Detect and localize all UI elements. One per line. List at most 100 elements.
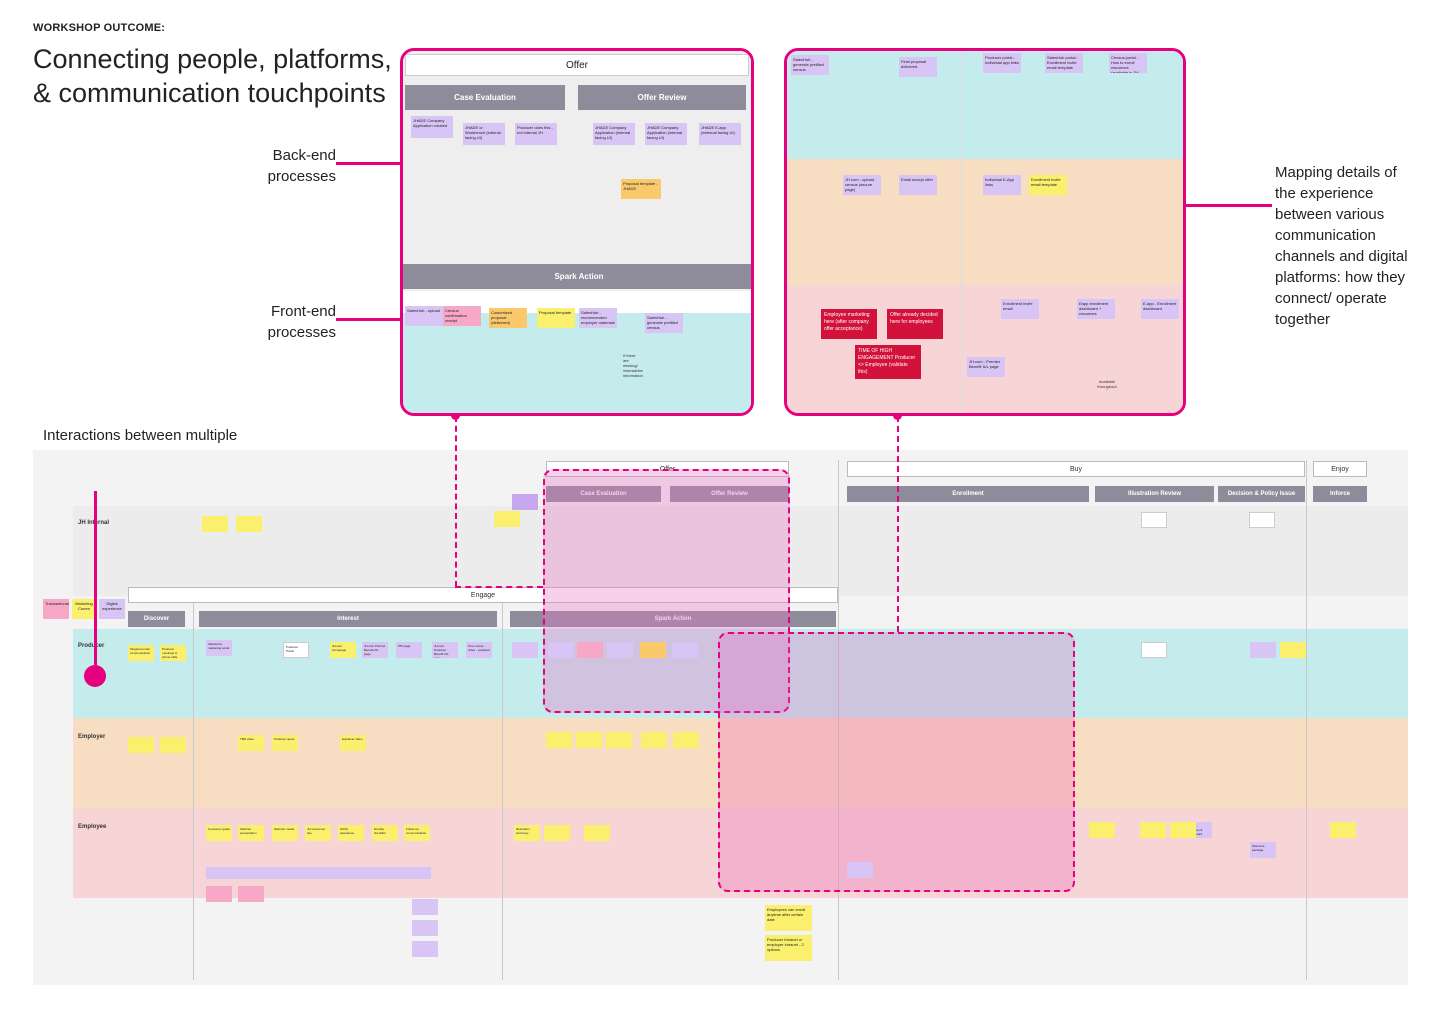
buy-highlight <box>718 632 1075 892</box>
zoom-missing-info-note: If there are missing/ mismatched informa… <box>623 353 643 378</box>
zoom-right-sticky: SalesHub portal - Enrollment invite emai… <box>1045 53 1083 73</box>
board-sticky-decor <box>577 642 603 658</box>
backend-connector <box>336 162 418 165</box>
stage-discover: Discover <box>128 611 185 627</box>
legend-marketing: Marketing Comm <box>72 599 96 619</box>
zoom-back-sticky: Producer does this - not internal JH <box>515 123 557 145</box>
board-sticky-decor <box>1141 512 1167 528</box>
board-sticky: JH.com homepage <box>330 642 356 658</box>
zoom-producer-band <box>403 313 751 413</box>
board-sticky-decor <box>412 941 438 957</box>
zoom-divider <box>961 51 962 413</box>
board-sticky-decor <box>1280 642 1306 658</box>
board-sticky: Welcome package <box>1250 842 1276 858</box>
board-sticky: Follow up communication <box>404 825 430 841</box>
zoom-employee-band <box>787 285 1183 413</box>
mapping-callout: Mapping details of the experience betwee… <box>1275 164 1408 328</box>
stage-illustration-review: Illustration Review <box>1095 486 1214 502</box>
note-intranet: Producer intranet or employer intranet -… <box>765 935 812 961</box>
zoom-right-sticky: Enrollment invite email <box>1001 299 1039 319</box>
column-divider <box>502 600 503 980</box>
board-sticky: Salesforce marketing email <box>206 640 232 656</box>
column-divider <box>1306 460 1307 980</box>
board-sticky-decor <box>1250 642 1276 658</box>
board-sticky-decor <box>512 494 538 510</box>
zoom-right-sticky: Census portal - How to enroll resources … <box>1109 53 1147 73</box>
phase-buy: Buy <box>847 461 1305 477</box>
board-sticky-decor <box>412 899 438 915</box>
board-sticky-decor <box>412 920 438 936</box>
board-sticky-decor <box>494 511 520 527</box>
board-sticky-decor <box>512 642 538 658</box>
column-divider <box>193 600 194 980</box>
board-sticky-decor <box>160 737 186 753</box>
row-employer <box>73 718 1408 808</box>
board-sticky-bar <box>206 867 431 879</box>
zoom-proposal-template: Proposal template - JHADE <box>621 179 661 199</box>
note-enroll-anytime: Employees can enroll anytime after certa… <box>765 905 812 931</box>
zoom-left-link-h <box>455 586 543 588</box>
zoom-right-sticky: Eapp enrollment dashboard + resources <box>1077 299 1115 319</box>
legend-digital: Digital experience <box>99 599 125 619</box>
zoom-back-sticky: JHADE Company Application created <box>411 116 453 138</box>
board-sticky-decor <box>544 825 570 841</box>
board-sticky-decor <box>238 886 264 902</box>
frontend-connector <box>336 318 418 321</box>
board-sticky-decor <box>673 732 699 748</box>
stage-decision-policy: Decision & Policy Issue <box>1218 486 1305 502</box>
zoom-front-sticky: SalesHub - recommended employer material… <box>579 308 617 328</box>
zoom-back-sticky: JHADE or Workbench (internal facing UI) <box>463 123 505 145</box>
board-sticky: Producer Portal <box>283 642 309 658</box>
board-sticky: Producer meetings & phone calls <box>160 645 186 661</box>
row-internal <box>73 506 1408 596</box>
board-sticky-decor <box>1089 822 1115 838</box>
board-sticky: Targeted email communication <box>128 645 154 661</box>
board-sticky-decor <box>548 642 574 658</box>
board-sticky-decor <box>1170 822 1196 838</box>
zoom-right-sticky: JH.com - Premier Benefit IUL page <box>967 357 1005 377</box>
red-offer-decided: Offer already decided here for employees <box>887 309 943 339</box>
zoom-front-sticky: SalesHub - generate prefilled census <box>645 313 683 333</box>
kicker: WORKSHOP OUTCOME: <box>33 22 166 34</box>
zoom-right-sticky: Email accept offer <box>899 175 937 195</box>
zoom-stage-offer-review: Offer Review <box>578 85 746 110</box>
zoom-front-sticky: Proposal template <box>537 308 575 328</box>
zoom-right-sticky: Producer portal - Individual app links <box>983 53 1021 73</box>
zoom-stage-case: Case Evaluation <box>405 85 565 110</box>
zoom-back-sticky: JHADE Company Application (internal faci… <box>645 123 687 145</box>
mapping-connector <box>1128 204 1272 207</box>
zoom-front-sticky: SalesHub - upload <box>405 306 443 326</box>
board-sticky-decor <box>606 732 632 748</box>
board-sticky: JH.com Premier Benefit IUL page <box>362 642 388 658</box>
board-sticky: Webinar media <box>272 825 298 841</box>
zoom-right-sticky: Individual E-App links <box>983 175 1021 195</box>
board-sticky: PPI page <box>396 642 422 658</box>
board-sticky: JH Consumer site <box>305 825 331 841</box>
frontend-callout: Front-end processes <box>267 303 336 341</box>
board-sticky: TBD video <box>238 735 264 751</box>
red-employee-marketing: Employee marketing here (after company o… <box>821 309 877 339</box>
row-label-internal: JH Internal <box>78 520 110 526</box>
zoom-available-note: Available throughout enrollment <box>1097 379 1117 391</box>
interactions-connector <box>94 491 97 667</box>
board-sticky-decor <box>1330 822 1356 838</box>
column-divider <box>838 460 839 980</box>
board-sticky-decor <box>847 862 873 878</box>
zoom-front-sticky: Customized proposal (delivered) <box>489 308 527 328</box>
zoom-right-sticky: SalesHub - generate prefilled census <box>791 55 829 75</box>
zoom-right-sticky: Enrollment invite email template <box>1029 175 1067 195</box>
legend-transactional: Transactional <box>43 599 69 619</box>
stage-offer-review: Offer Review <box>670 486 789 502</box>
phase-enjoy: Enjoy <box>1313 461 1367 477</box>
zoom-back-sticky: JHADE E-app (external facing UI) <box>699 123 741 145</box>
board-sticky-decor <box>640 642 666 658</box>
board-sticky: Enroller checklist <box>372 825 398 841</box>
board-sticky: JH.com Producer Benefit IUL page <box>432 642 458 658</box>
page-title: Connecting people, platforms, & communic… <box>33 44 392 108</box>
board-sticky-decor <box>202 516 228 532</box>
board-sticky: Illustration summary <box>514 825 540 841</box>
board-sticky-decor <box>1140 822 1166 838</box>
interactions-marker <box>84 665 106 687</box>
